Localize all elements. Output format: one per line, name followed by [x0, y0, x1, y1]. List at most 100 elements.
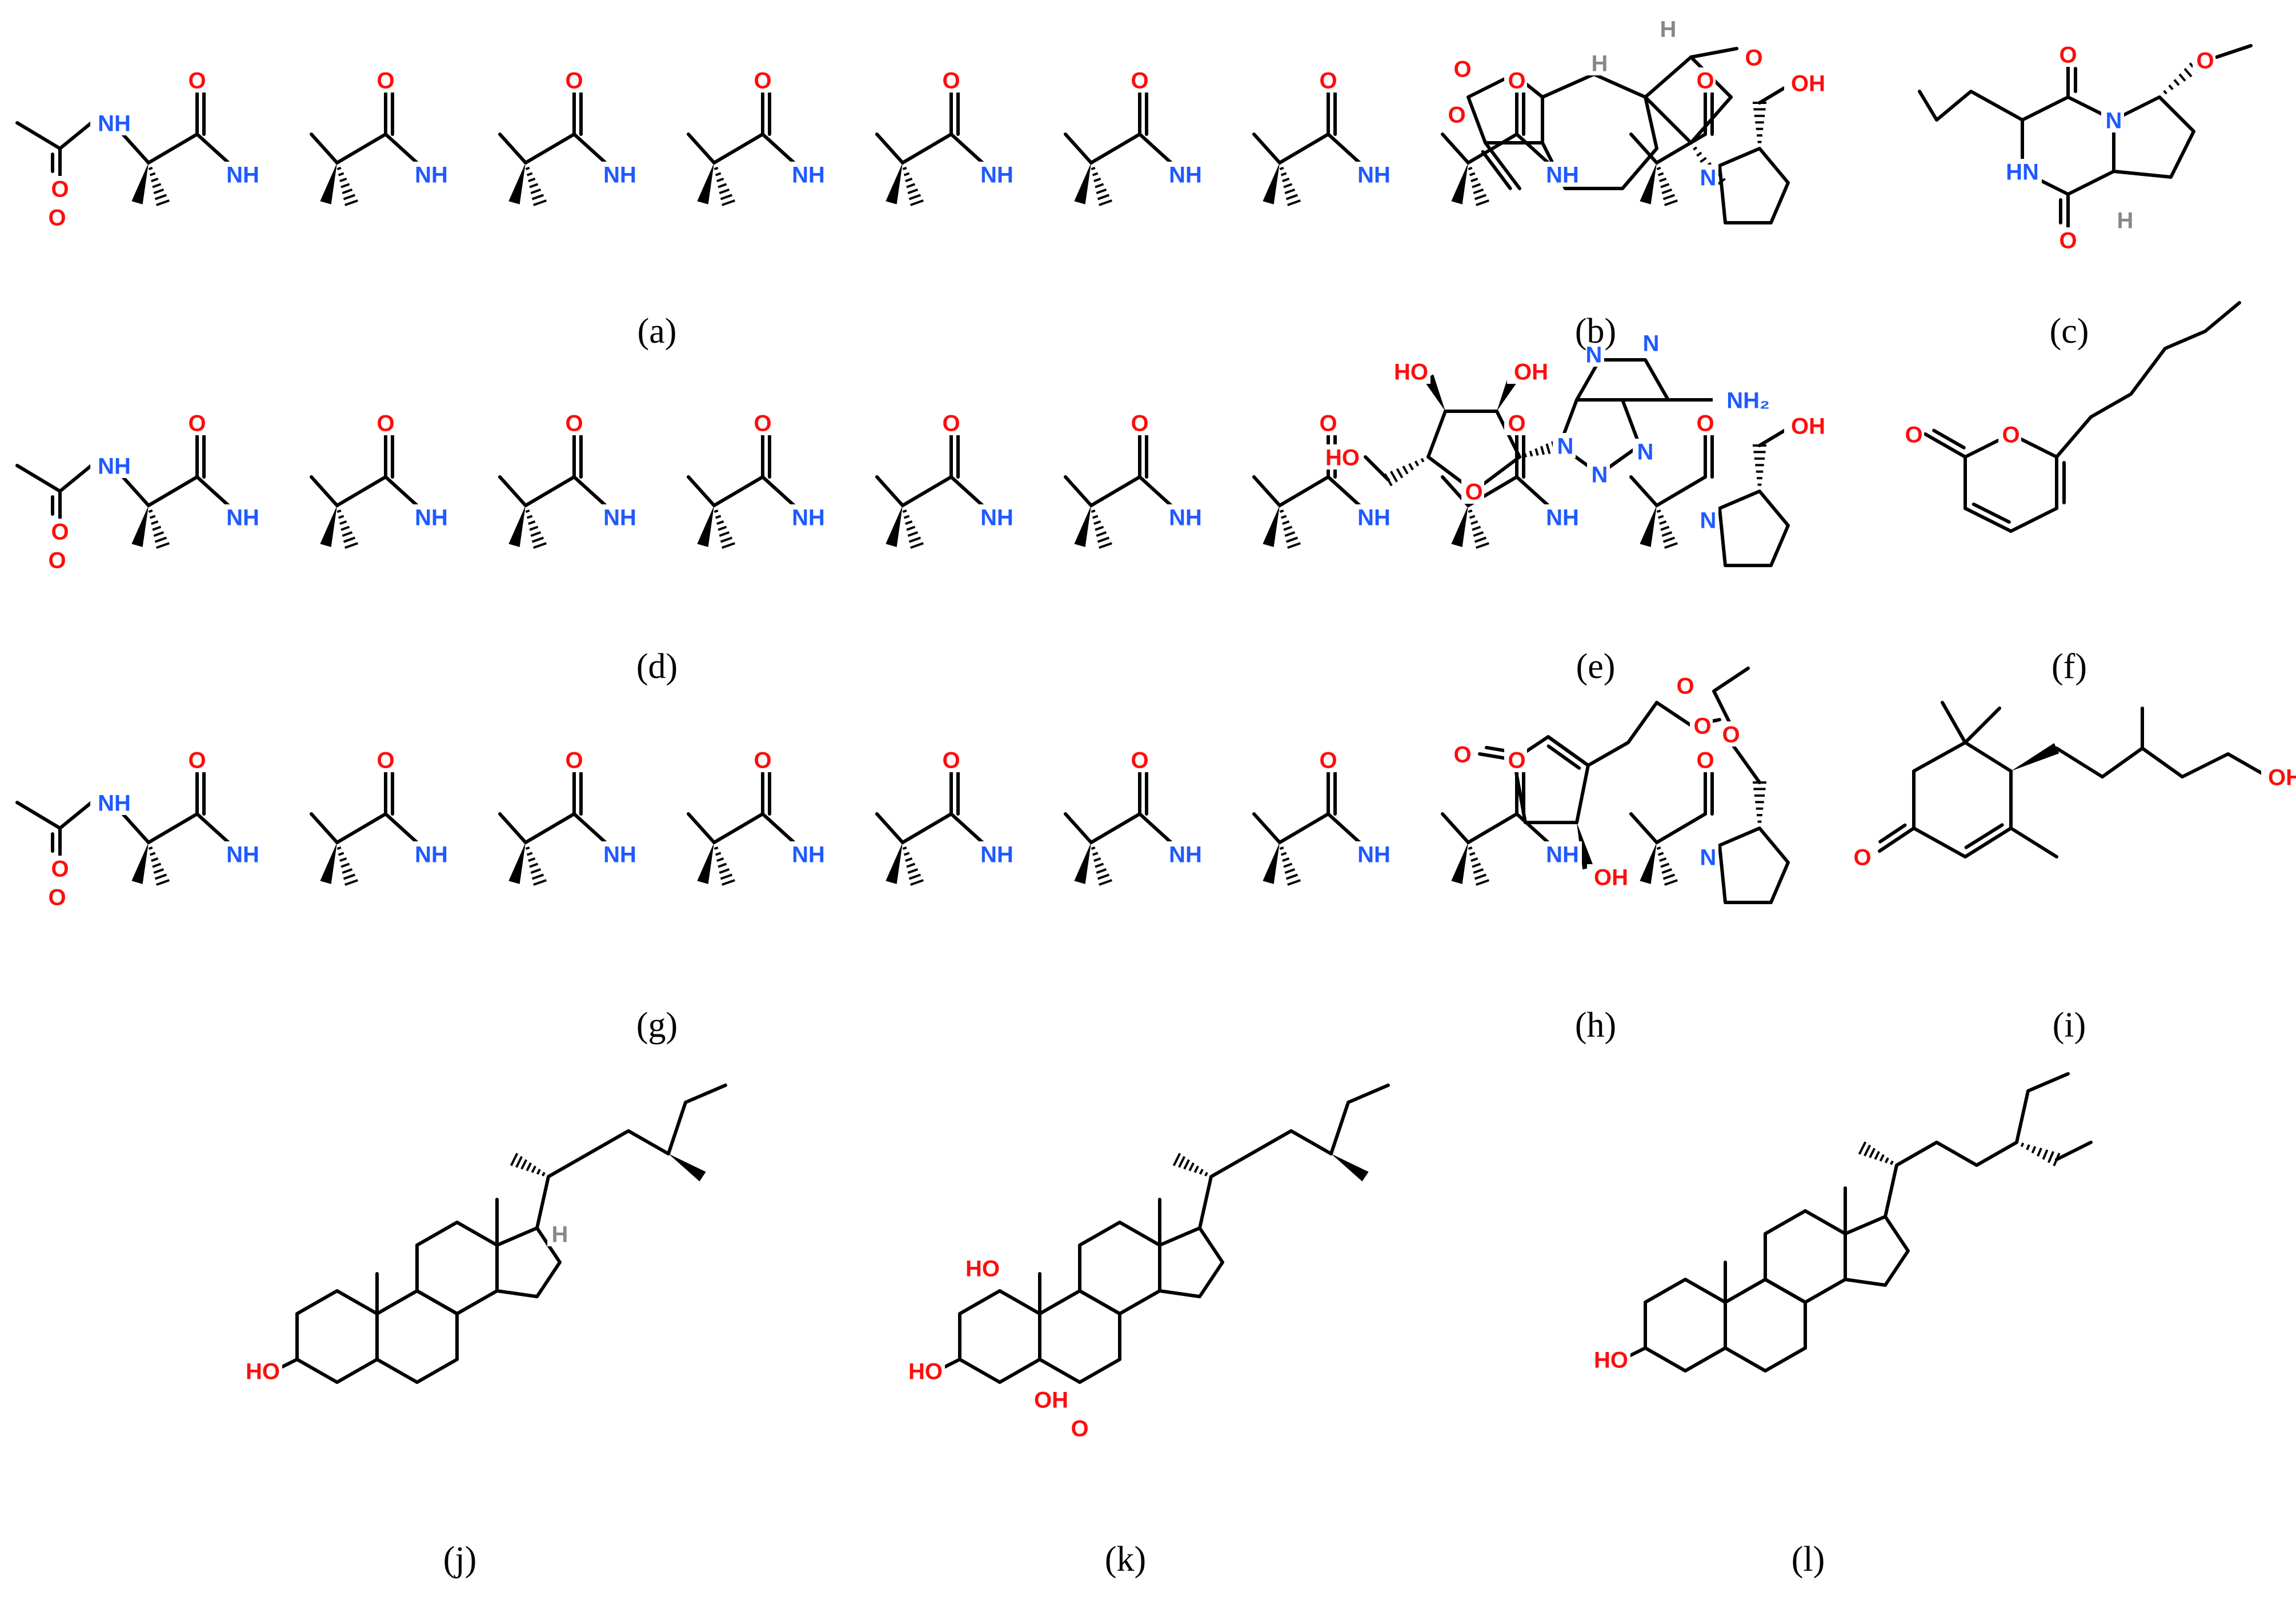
carbonyl-oxygen-label: O	[1696, 68, 1714, 93]
atom-bg	[1127, 747, 1150, 772]
atom-bg	[1901, 422, 1924, 447]
backbone-bond	[147, 475, 199, 507]
backbone-bond	[121, 133, 150, 164]
stereo-h: H	[1660, 17, 1677, 42]
amide-nh-label: NH	[603, 162, 636, 187]
backbone-bond	[1138, 133, 1173, 164]
atom-bg	[90, 110, 134, 135]
backbone-bond	[687, 812, 716, 844]
backbone-bond	[761, 812, 796, 844]
cyclopentenone-ring	[1512, 735, 1590, 824]
ring-b1	[1541, 73, 1658, 190]
carbonyl-oxygen-label: O	[1131, 411, 1148, 436]
carbonyl-oxygen-label: O	[1508, 68, 1525, 93]
atom-bg	[1504, 67, 1527, 93]
amide-nh-label: NH	[792, 162, 825, 187]
hydroxymethyl-hash	[1753, 781, 1766, 823]
methyl-wedge	[1640, 505, 1657, 547]
atom-bg	[47, 519, 70, 544]
proline-n-label: N	[1700, 508, 1717, 533]
methyl-wedge	[1451, 505, 1468, 547]
steroid-l-ring-a	[1644, 1278, 1727, 1373]
amide-nh-label: NH	[1357, 505, 1391, 530]
methyl-wedge	[1451, 842, 1468, 884]
backbone-bond	[1515, 133, 1550, 164]
backbone-bond	[761, 133, 796, 164]
atom-bg	[90, 790, 134, 815]
atom-bg	[1633, 439, 1656, 464]
hash-bond	[510, 1153, 546, 1177]
amino-group: NH₂	[1726, 388, 1770, 413]
atom-bg	[1741, 45, 1764, 70]
atom-bg	[959, 1255, 1002, 1281]
backbone-bond	[572, 133, 607, 164]
backbone-bond	[1327, 475, 1361, 507]
atom-bg	[407, 162, 451, 187]
methyl-wedge	[885, 842, 903, 884]
atom-bg	[547, 1221, 570, 1246]
backbone-bond	[524, 133, 576, 164]
wedge-bond	[1331, 1154, 1369, 1182]
bond	[58, 464, 93, 493]
methyl-hash	[1468, 846, 1489, 886]
atom-bg	[1161, 841, 1205, 866]
amide-nh-label: NH	[603, 842, 636, 867]
backbone-bond	[1655, 475, 1707, 507]
methyl-hash	[525, 166, 547, 206]
carbonyl-oxygen-label: O	[376, 748, 394, 773]
backbone-bond	[1089, 812, 1141, 844]
methyl-wedge	[320, 163, 337, 204]
backbone-bond	[1278, 812, 1330, 844]
carbonyl-oxygen-label: O	[565, 748, 583, 773]
bond	[1964, 707, 2001, 744]
methyl-wedge	[131, 505, 149, 547]
caption-k: (k)	[1104, 1540, 1147, 1579]
methyl-wedge	[320, 505, 337, 547]
atom-bg	[1538, 162, 1582, 187]
hash-bond	[1858, 1141, 1894, 1165]
atom-bg	[373, 747, 396, 772]
carbonyl-oxygen-label: O	[1508, 411, 1525, 436]
caption-g: (g)	[636, 1006, 678, 1045]
atom-bg	[1656, 16, 1678, 41]
backbone-bond	[524, 812, 576, 844]
amide-nh-label: NH	[226, 162, 259, 187]
isobutyl-chain	[1918, 90, 2024, 122]
carbonyl-oxygen-label: O	[942, 411, 960, 436]
backbone-bond	[195, 133, 230, 164]
atom-bg	[784, 504, 828, 529]
steroid-j-ring-c	[415, 1221, 499, 1315]
atom-bg	[407, 504, 451, 529]
carbonyl-oxygen-label: O	[1508, 748, 1525, 773]
methyl-hash	[902, 166, 924, 206]
atom-bg	[1319, 444, 1362, 470]
backbone-bond	[384, 475, 419, 507]
atom-bg	[1587, 864, 1630, 889]
atom-bg	[1713, 387, 1777, 412]
methyl-wedge	[508, 842, 526, 884]
methyl-hash	[714, 509, 735, 549]
lactone-carbonyl: O	[1453, 57, 1471, 82]
backbone-bond	[1064, 133, 1093, 164]
backbone-bond	[1629, 133, 1658, 164]
hydroxyl: HO	[965, 1256, 1000, 1281]
atom-bg	[1450, 741, 1473, 767]
methyl-wedge	[1074, 505, 1091, 547]
carbonyl-oxygen-label: O	[1696, 411, 1714, 436]
atom-bg	[750, 67, 773, 93]
hydroxyl: OH	[1034, 1387, 1068, 1413]
backbone-bond	[498, 812, 527, 844]
backbone-bond	[875, 812, 904, 844]
amide-nh-label: NH	[226, 842, 259, 867]
ring-n: N	[1586, 342, 1602, 367]
methyl-wedge	[1074, 163, 1091, 204]
backbone-bond	[310, 475, 339, 507]
atom-bg	[185, 67, 207, 93]
methyl-hash	[336, 166, 358, 206]
steroid-j-ring-b	[375, 1289, 459, 1384]
atom-bg	[90, 453, 134, 478]
amide-nh-label: NH	[1169, 162, 1202, 187]
carbonyl-oxygen-label: O	[1319, 68, 1337, 93]
atom-bg	[373, 410, 396, 435]
atom-bg	[373, 67, 396, 93]
